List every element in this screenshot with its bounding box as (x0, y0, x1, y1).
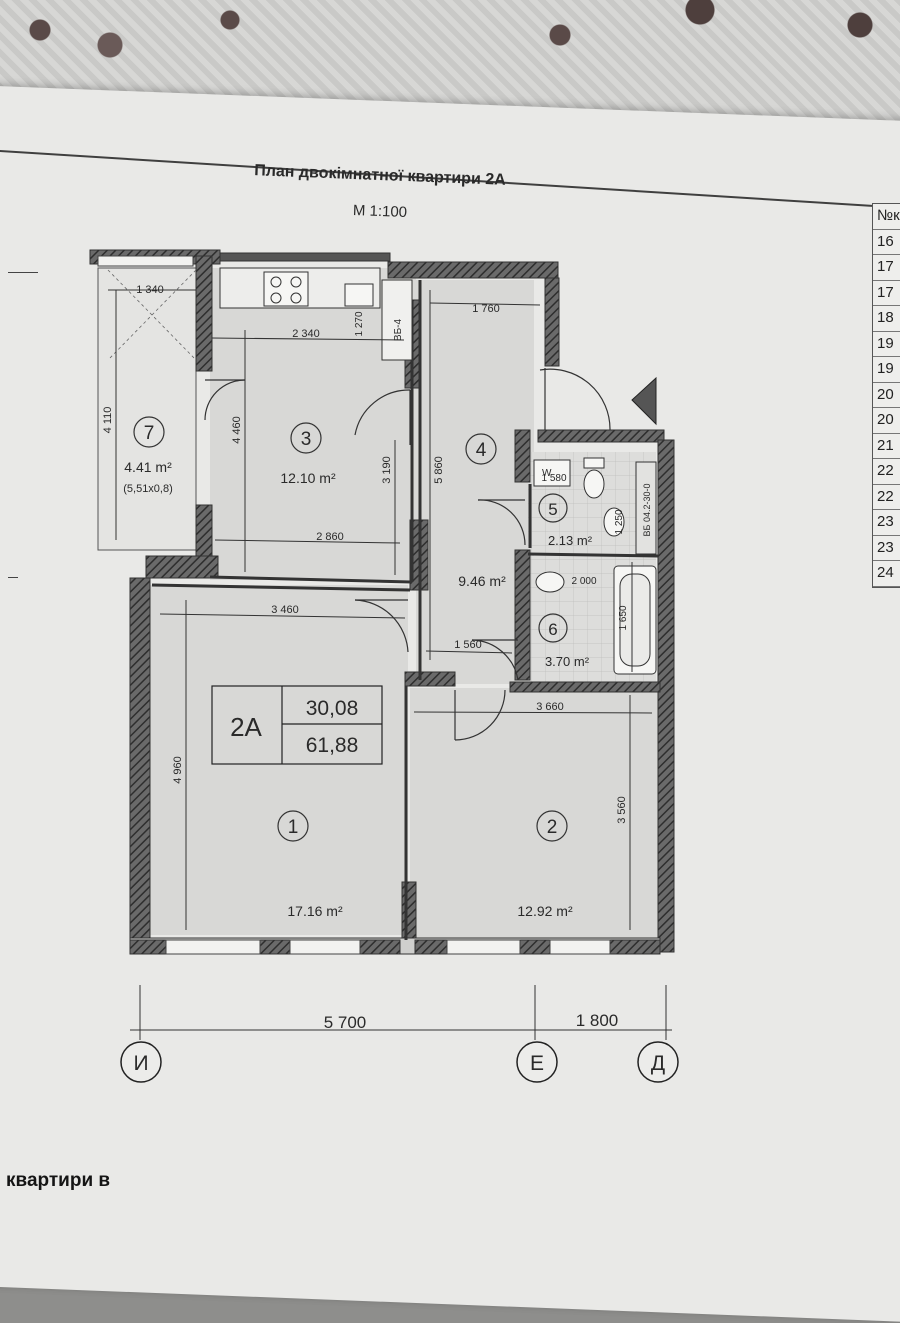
room-fill-hall (416, 280, 534, 684)
apartment-type: 2A (230, 712, 262, 742)
room-area: 2.13 m² (548, 533, 593, 548)
dimension-lines (108, 289, 672, 1040)
side-table-row: 23 (873, 510, 900, 536)
room-area: 12.10 m² (280, 470, 336, 486)
room-area: 3.70 m² (545, 654, 590, 669)
side-table-row: 21 (873, 434, 900, 459)
side-table: №к 16 17 17 18 19 19 20 20 21 22 22 23 2… (872, 203, 900, 588)
margin-tick (8, 577, 18, 578)
dimension-label: 1 650 (618, 605, 629, 630)
room-number: 3 (301, 429, 312, 450)
room-number: 4 (476, 440, 487, 461)
dimension-label: 1 270 (354, 311, 365, 336)
side-table-header: №к (873, 204, 900, 230)
utility-cabinet (635, 461, 657, 555)
side-table-row: 17 (873, 255, 900, 281)
room-area-note: (5,51x0,8) (123, 483, 173, 495)
floor-plan: 1 2 3 4 5 6 7 17.16 m² 12.92 m² 12.10 m²… (89, 249, 679, 1083)
dimension-label: 2 340 (292, 328, 320, 340)
washer-label: W (542, 468, 552, 479)
room-number: 7 (144, 423, 155, 444)
washing-machine-icon (533, 459, 571, 487)
kitchen-fixtures (219, 267, 413, 361)
room-fill-balcony (97, 267, 197, 551)
room-number-circles (133, 416, 568, 842)
room-fill-room2 (410, 688, 662, 938)
room-number: 1 (288, 817, 299, 838)
axis-label-i: И (133, 1052, 148, 1075)
entrance-arrow-icon (631, 376, 657, 426)
side-table-row: 22 (873, 485, 900, 510)
windows (97, 255, 611, 955)
dimension-label: 4 960 (172, 756, 184, 784)
dimension-label: 4 460 (231, 416, 243, 444)
dimension-label: 3 660 (536, 701, 564, 713)
room-fills (97, 267, 662, 938)
axis-bubbles (120, 1041, 679, 1083)
axis-label-d: Д (651, 1052, 665, 1075)
apartment-living-area: 30,08 (306, 697, 359, 720)
side-table-row: 20 (873, 408, 900, 434)
dimension-label: 4 110 (102, 407, 114, 434)
sink-icon (344, 283, 374, 307)
room-number: 2 (547, 817, 558, 838)
dimension-label: 1 760 (472, 303, 500, 315)
washbasin-icon (535, 571, 565, 593)
room-fill-room1 (150, 585, 408, 935)
axis-bubble-i (120, 1041, 162, 1083)
balcony-cross (107, 269, 197, 361)
room-number: 6 (548, 620, 557, 639)
stove-icon (263, 271, 309, 307)
side-table-row: 18 (873, 306, 900, 332)
apartment-total-area: 61,88 (306, 734, 359, 757)
dimension-label: 1 250 (614, 509, 625, 534)
axis-bubble-e (516, 1041, 558, 1083)
room-number: 5 (548, 500, 557, 519)
side-table-row: 19 (873, 332, 900, 357)
dimension-label: 2 860 (316, 531, 344, 543)
side-table-row: 19 (873, 357, 900, 383)
cabinet-label: ВБ 04.2-30-0 (642, 484, 652, 537)
axis-label-e: Е (530, 1052, 544, 1075)
side-table-row: 23 (873, 536, 900, 561)
side-table-row: 24 (873, 561, 900, 587)
door-swings (204, 368, 611, 741)
overall-dimension: 5 700 (324, 1013, 367, 1032)
bottom-caption: квартири в (6, 1170, 111, 1191)
room-area: 9.46 m² (458, 573, 506, 589)
side-table-row: 17 (873, 281, 900, 306)
overall-dimension: 1 800 (576, 1011, 619, 1030)
toilet-icon (583, 469, 605, 499)
vent-label: ВБ-4 (393, 319, 404, 342)
axis-bubble-d (637, 1041, 679, 1083)
room-area: 17.16 m² (287, 903, 343, 919)
dimension-label: 3 560 (616, 796, 628, 824)
dimension-label: 5 860 (433, 456, 445, 484)
plan-texts: 1 2 3 4 5 6 7 17.16 m² 12.92 m² 12.10 m²… (102, 284, 665, 1075)
dimension-label: 3 460 (271, 604, 299, 616)
room-area: 12.92 m² (517, 903, 573, 919)
washbasin-icon (603, 507, 625, 537)
room-area: 4.41 m² (124, 459, 172, 475)
side-table-row: 22 (873, 459, 900, 485)
margin-tick (8, 272, 38, 273)
dimension-label: 3 190 (381, 456, 393, 484)
dimension-label: 1 560 (454, 639, 482, 651)
apartment-summary-box (211, 685, 383, 765)
side-table-row: 20 (873, 383, 900, 408)
vent-shaft (381, 279, 413, 361)
bathroom-fixtures (533, 457, 657, 675)
side-table-row: 16 (873, 230, 900, 255)
dimension-label: 1 580 (541, 473, 566, 484)
dimension-label: 2 000 (571, 576, 596, 587)
dimension-label: 1 340 (136, 284, 164, 296)
